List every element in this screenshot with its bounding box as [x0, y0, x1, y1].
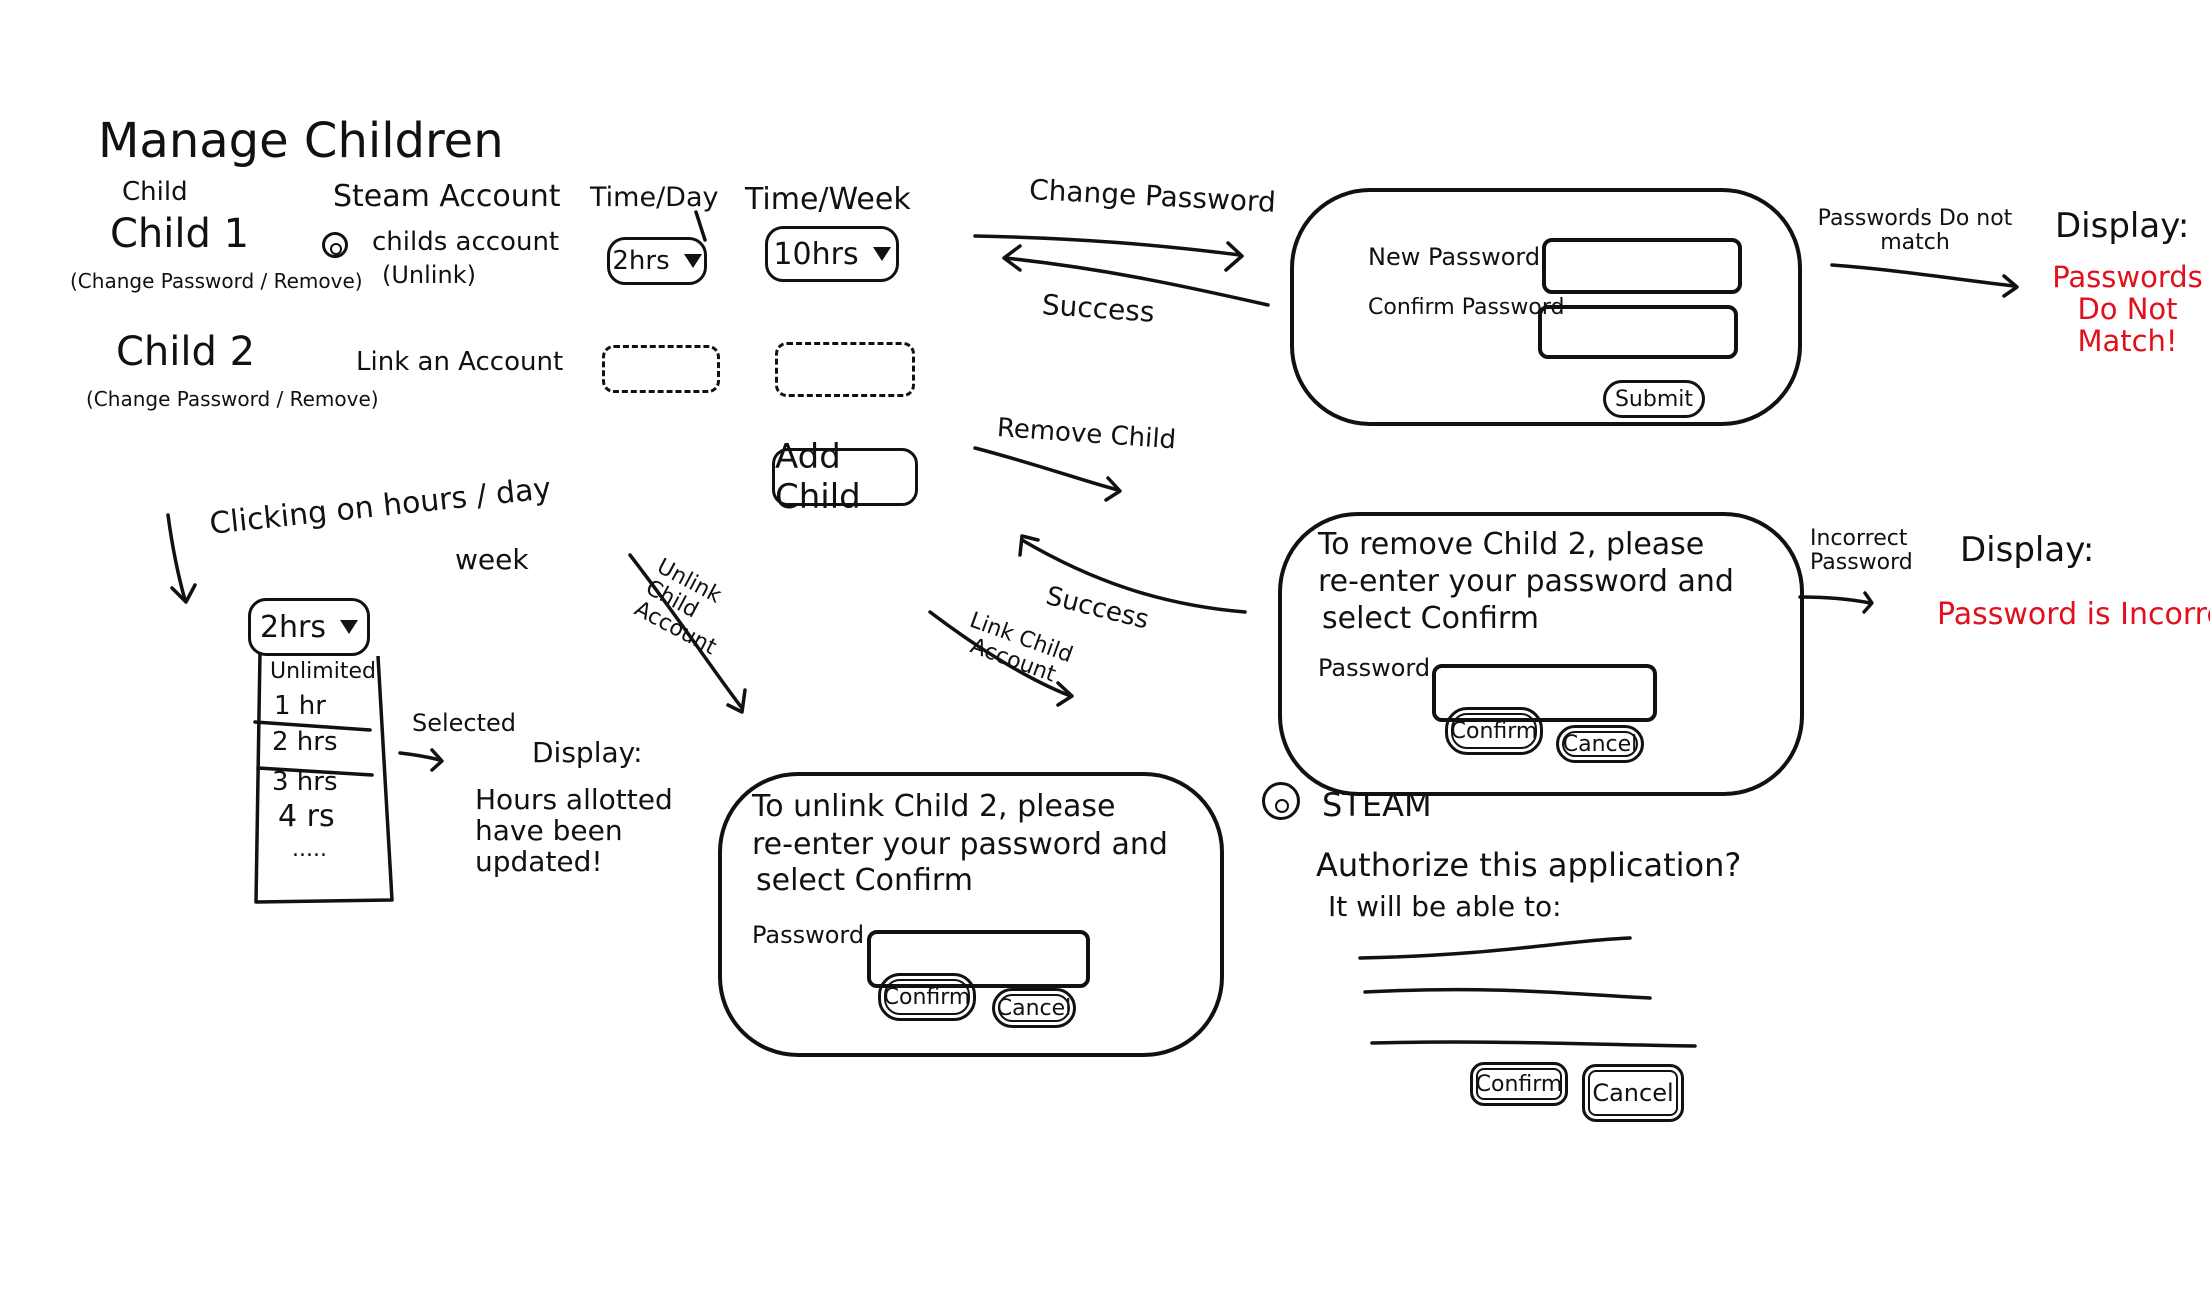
chevron-down-icon [683, 254, 702, 268]
steam-icon [322, 232, 348, 258]
arrow-selected [398, 751, 442, 762]
label-link: Link Child Account [966, 607, 1076, 688]
option-unlimited[interactable]: Unlimited [270, 659, 376, 684]
remove-password-label: Password [1318, 654, 1431, 682]
arrow-remove-child [973, 446, 1120, 492]
option-3hrs[interactable]: 3 hrs [272, 767, 338, 797]
label-success-2: Success [1042, 581, 1152, 636]
incorrect-display-message: Password is Incorrect! [1937, 597, 2210, 632]
selected-label: Selected [412, 709, 517, 737]
scope-line-1 [1358, 936, 1632, 960]
scope-line-3 [1370, 1040, 1697, 1048]
child-1-name[interactable]: Child 1 [110, 211, 250, 257]
label-success-1: Success [1040, 288, 1156, 329]
mismatch-display-message: Passwords Do Not Match! [2052, 260, 2203, 358]
dropdown-selected-value: 2hrs [259, 609, 327, 645]
option-more: ..... [292, 837, 327, 862]
unlink-cancel-button[interactable]: Cancel [992, 988, 1076, 1028]
submit-button[interactable]: Submit [1603, 380, 1705, 418]
remove-text-line3: select Confirm [1322, 601, 1539, 636]
child-1-time-week-select[interactable]: 10hrs [765, 226, 899, 282]
arrow-incorrect [1798, 595, 1872, 605]
unlink-password-label: Password [752, 921, 865, 949]
label-unlink: Unlink Child Account [630, 554, 726, 661]
remove-password-input[interactable] [1432, 664, 1657, 722]
arrow-mismatch [1830, 263, 2017, 288]
remove-text-line2: re-enter your password and [1318, 564, 1734, 599]
child-2-actions[interactable]: (Change Password / Remove) [86, 387, 379, 411]
dropdown-note-2: week [455, 543, 529, 576]
new-password-label: New Password [1368, 243, 1541, 271]
remove-confirm-button[interactable]: Confirm [1445, 707, 1543, 755]
change-password-dialog [1290, 188, 1802, 426]
label-incorrect: Incorrect Password [1810, 526, 1913, 576]
remove-text-line1: To remove Child 2, please [1318, 527, 1705, 562]
time-day-value: 2hrs [612, 246, 670, 276]
hours-display-message: Hours allotted have been updated! [475, 783, 673, 878]
confirm-password-input[interactable] [1538, 305, 1738, 359]
steam-brand: STEAM [1322, 786, 1432, 824]
steam-auth-question: Authorize this application? [1316, 846, 1742, 884]
steam-logo-icon [1262, 782, 1300, 820]
steam-auth-subtext: It will be able to: [1328, 890, 1562, 923]
add-child-button[interactable]: Add Child [772, 437, 918, 517]
child-1-actions[interactable]: (Change Password / Remove) [70, 269, 363, 293]
unlink-text-line3: select Confirm [756, 863, 973, 898]
header-time-week: Time/Week [745, 182, 911, 217]
chevron-down-icon [872, 247, 891, 261]
new-password-input[interactable] [1542, 238, 1742, 294]
header-child: Child [122, 177, 188, 207]
unlink-password-input[interactable] [867, 930, 1090, 988]
label-change-password: Change Password [1028, 173, 1277, 219]
unlink-child-dialog [718, 772, 1224, 1057]
label-remove-child: Remove Child [995, 413, 1177, 456]
child-2-link-account[interactable]: Link an Account [356, 347, 564, 377]
child-2-time-day-placeholder [602, 345, 720, 393]
label-mismatch: Passwords Do not match [1817, 206, 2013, 256]
child-2-time-week-placeholder [775, 342, 915, 397]
option-2hrs[interactable]: 2 hrs [272, 727, 338, 757]
dropdown-note: Clicking on hours / day [207, 471, 553, 542]
steam-cancel-button[interactable]: Cancel [1582, 1064, 1684, 1122]
header-steam-account: Steam Account [333, 179, 561, 214]
unlink-confirm-button[interactable]: Confirm [878, 973, 976, 1021]
time-week-value: 10hrs [773, 236, 859, 272]
steam-confirm-button[interactable]: Confirm [1470, 1062, 1568, 1106]
page-title: Manage Children [98, 113, 504, 169]
hours-day-dropdown[interactable]: 2hrs [248, 598, 370, 656]
confirm-password-label: Confirm Password [1368, 295, 1565, 320]
unlink-text-line2: re-enter your password and [752, 827, 1168, 862]
remove-cancel-button[interactable]: Cancel [1556, 725, 1644, 763]
child-1-account: childs account [372, 227, 560, 257]
dropdown-options: Unlimited 1 hr 2 hrs 3 hrs 4 rs ..... [248, 648, 398, 904]
arrow-change-password [973, 234, 1242, 257]
arrow-dropdown-note [166, 513, 187, 602]
incorrect-display-label: Display: [1960, 530, 2095, 570]
chevron-down-icon [340, 620, 359, 634]
unlink-text-line1: To unlink Child 2, please [752, 789, 1116, 824]
header-time-day: Time/Day [590, 182, 719, 213]
scope-line-2 [1363, 987, 1652, 1000]
remove-child-dialog [1278, 512, 1804, 796]
mismatch-display-label: Display: [2055, 206, 2190, 246]
child-1-unlink[interactable]: (Unlink) [382, 261, 476, 289]
hours-display-label: Display: [532, 736, 643, 769]
child-2-name[interactable]: Child 2 [116, 329, 256, 375]
child-1-time-day-select[interactable]: 2hrs [607, 237, 707, 285]
option-4hrs[interactable]: 4 rs [278, 799, 335, 834]
option-1hr[interactable]: 1 hr [274, 691, 326, 721]
